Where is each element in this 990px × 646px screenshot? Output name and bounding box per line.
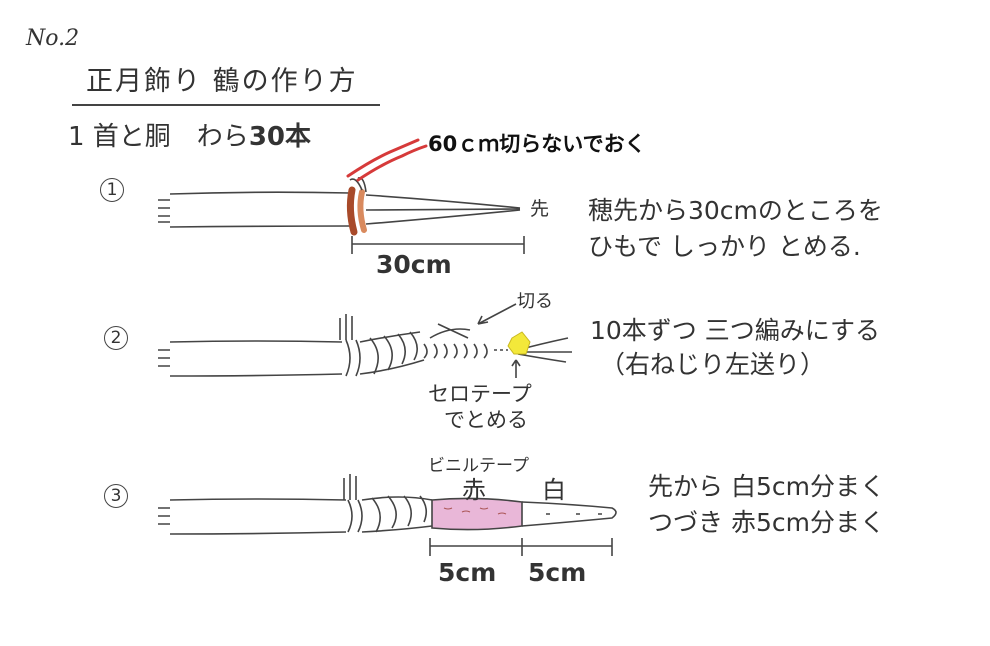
- step2-number: 2: [104, 326, 128, 350]
- step2-straw-bundle: [158, 314, 353, 377]
- step2-tape-arrow: [511, 359, 521, 378]
- step1-string-tie: [346, 176, 367, 236]
- step3-white-label: 白: [542, 476, 566, 504]
- step3-straw-bundle: [158, 474, 357, 535]
- step3-red-label: 赤: [462, 476, 486, 504]
- step2-tape-label-line1: セロテープ: [428, 382, 532, 406]
- section-subtitle: 1 首と胴 わら30本: [68, 124, 311, 150]
- step3-desc-line1: 先から 白5cm分まく: [648, 472, 885, 501]
- step2-cut-arrow: [429, 303, 517, 339]
- step2-desc-line2: （右ねじり左送り）: [600, 350, 826, 379]
- step2-braid: [345, 331, 572, 377]
- red-annotation: 60ｃｍ切らないでおく: [428, 132, 646, 156]
- step1-tip-label: 先: [530, 198, 550, 220]
- step3-desc-line2: つづき 赤5cm分まく: [648, 508, 885, 537]
- step1-straw-bundle: [158, 191, 521, 228]
- step2-cut-label: 切る: [517, 291, 553, 312]
- step3-number: 3: [104, 484, 128, 508]
- step2-tape-label-line2: でとめる: [444, 408, 528, 432]
- step3-dimension-red: 5cm: [438, 558, 497, 587]
- page-title: 正月飾り 鶴の作り方: [86, 66, 358, 97]
- subtitle-prefix: 1 首と胴 わら: [68, 122, 249, 152]
- step3-dimension-white: 5cm: [528, 558, 587, 587]
- step1-dimension-line: [351, 236, 525, 254]
- step1-desc-line1: 穂先から30cmのところを: [588, 196, 883, 225]
- step2-desc-line1: 10本ずつ 三つ編みにする: [590, 316, 881, 345]
- red-marker-lines: [346, 138, 428, 182]
- step1-desc-line2: ひもで しっかり とめる.: [588, 232, 861, 261]
- subtitle-count: 30本: [248, 122, 311, 152]
- step3-vinyl-tape-label: ビニルテープ: [428, 456, 529, 476]
- step3-braid: [347, 495, 433, 533]
- step3-dimension-line: [429, 538, 613, 556]
- step3-white-tape: [521, 501, 617, 527]
- title-underline: [72, 104, 380, 106]
- step1-dimension: 30cm: [376, 250, 452, 279]
- step1-number: 1: [100, 178, 124, 202]
- page-number: No.2: [26, 26, 80, 51]
- step2-cellotape: [507, 331, 531, 355]
